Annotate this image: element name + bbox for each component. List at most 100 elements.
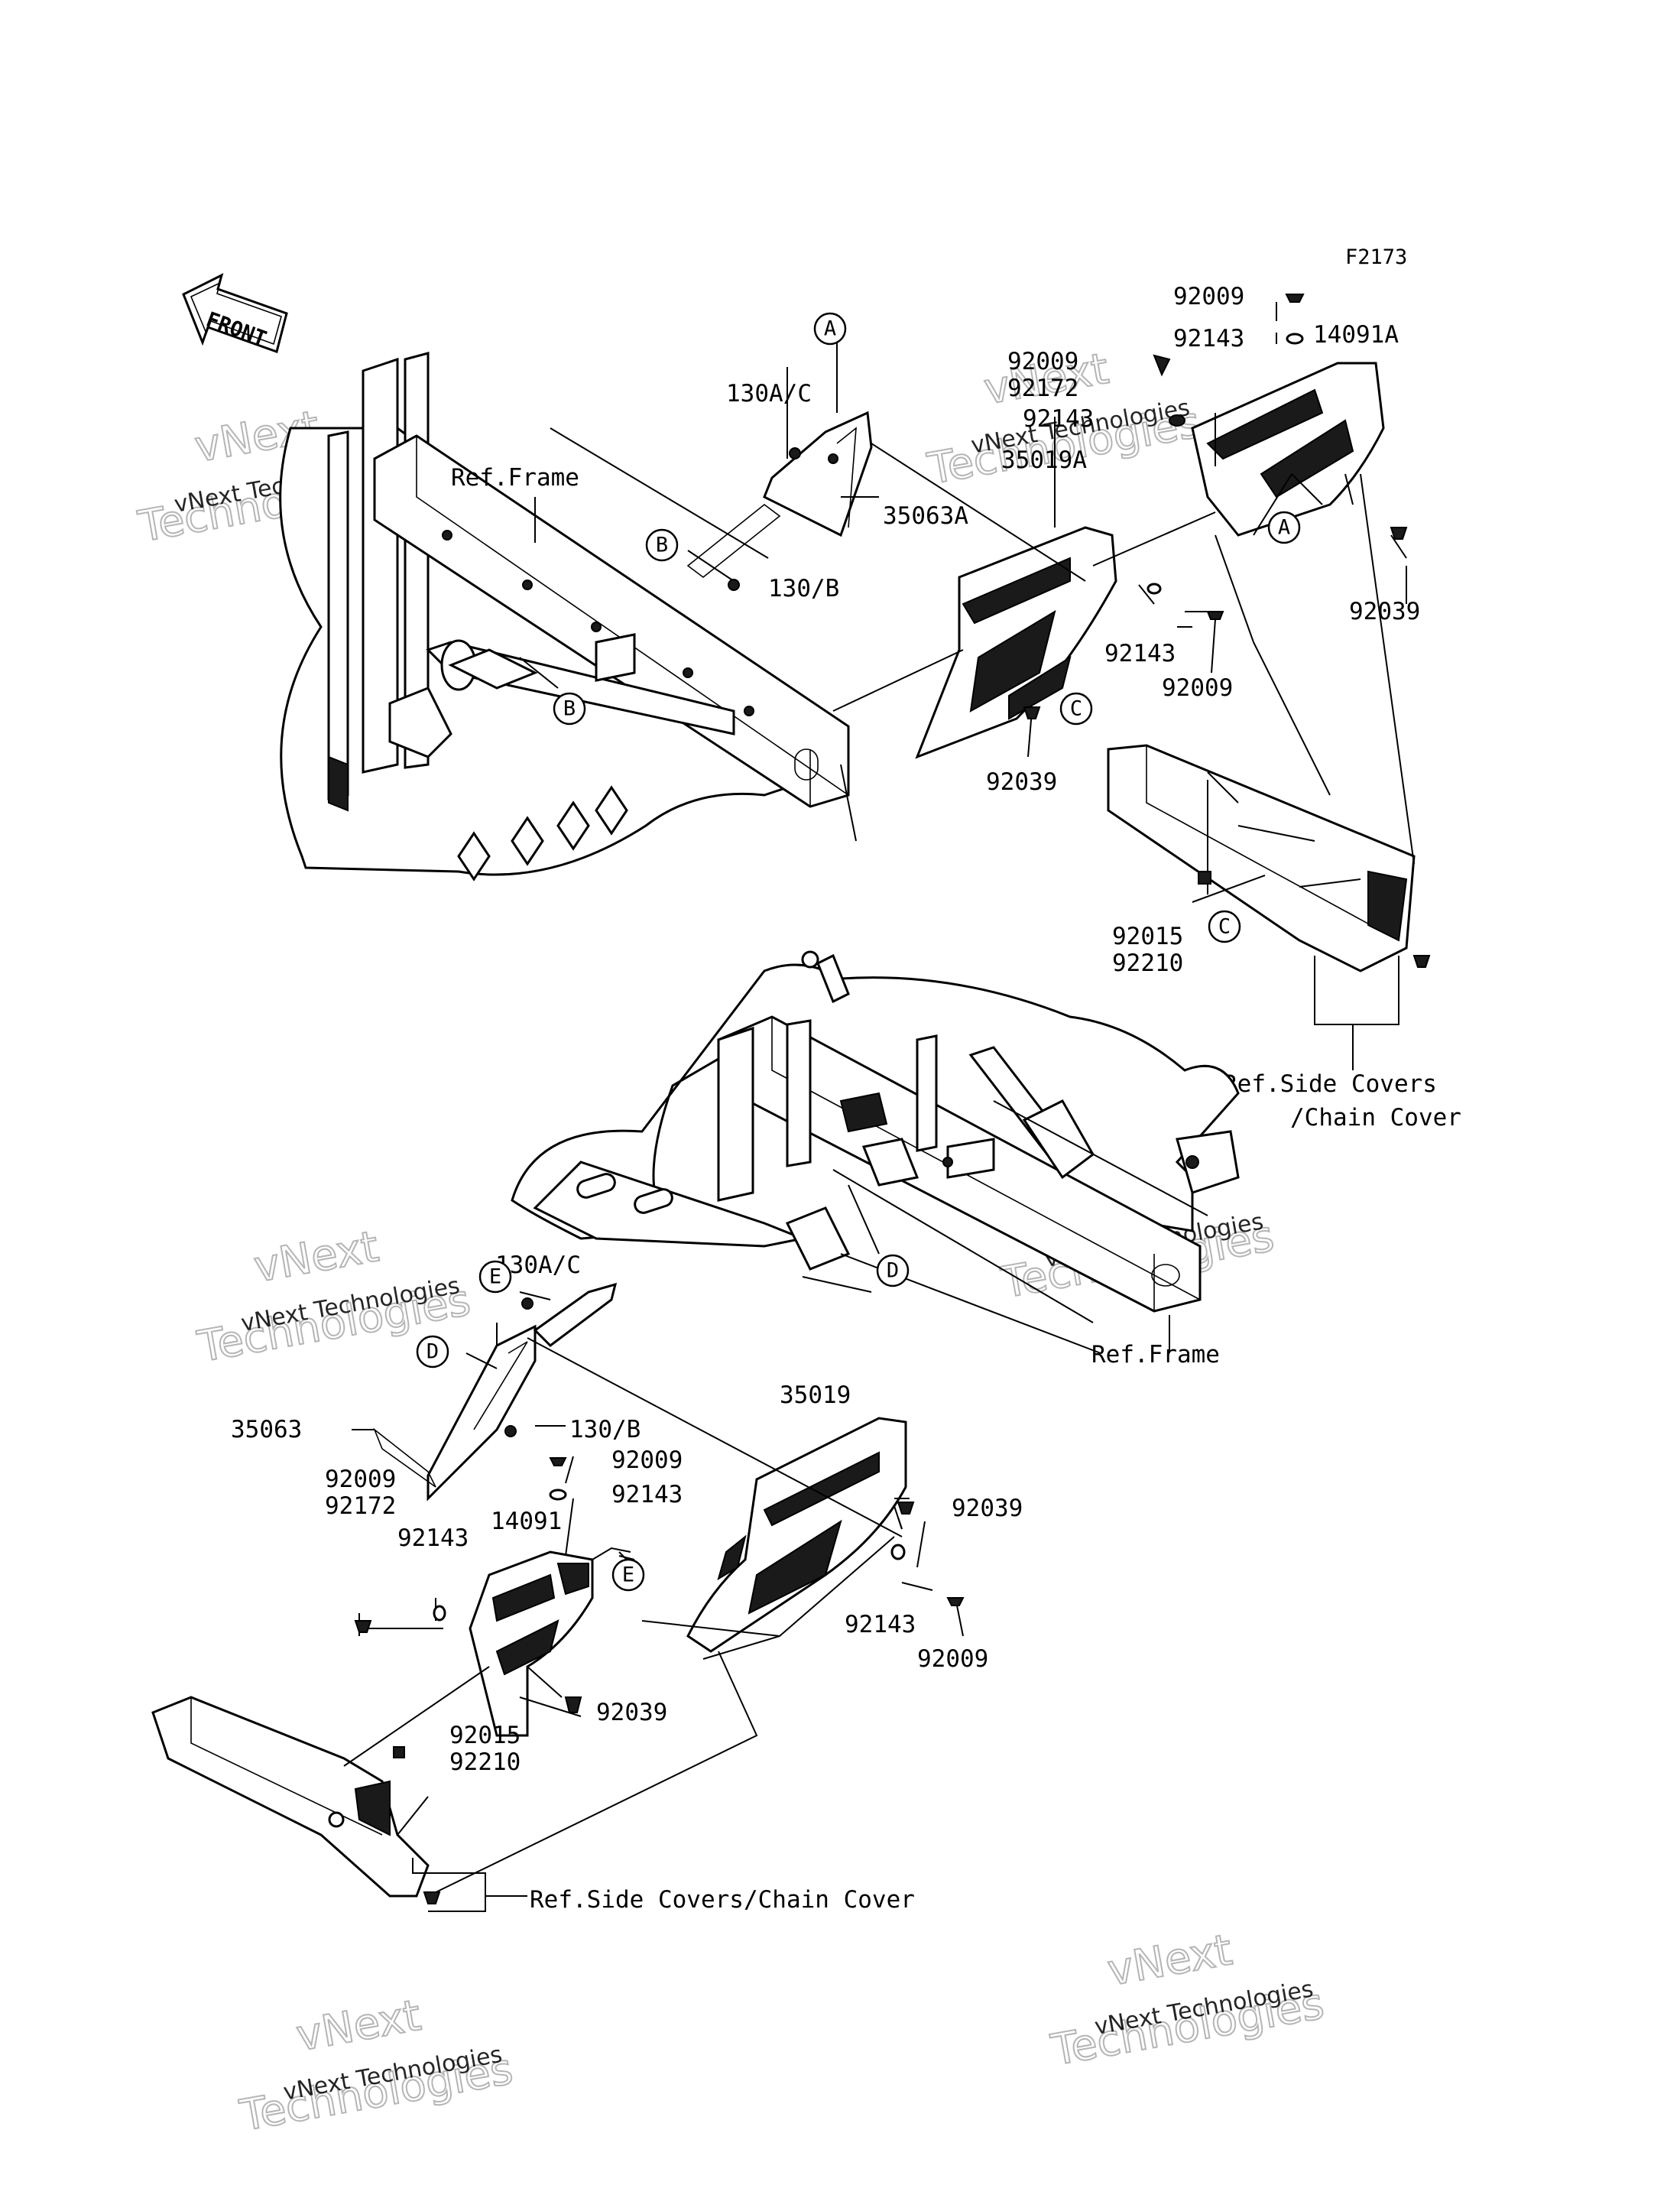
upper-labels: 92009 92143 14091A 92009 92172 92143 130… xyxy=(451,283,1461,1131)
bolt-icon xyxy=(521,1297,534,1310)
callout-b-frame: B xyxy=(553,692,586,726)
callout-b-upper: B xyxy=(645,528,679,562)
washer-icon xyxy=(549,1489,567,1501)
bolt-icon xyxy=(728,579,740,591)
part-92039-low: 92039 xyxy=(986,768,1057,796)
part-92039-right-lower: 92039 xyxy=(952,1495,1023,1522)
watermark-bottom-left: vNext Technologies vNext Technologies xyxy=(235,1990,517,2142)
rivet-icon xyxy=(1390,527,1408,540)
screw-icon xyxy=(1285,294,1305,303)
bracket-35063 xyxy=(373,1282,618,1502)
part-92172-b: 92172 xyxy=(325,1492,396,1520)
front-arrow: FRONT xyxy=(182,273,288,353)
callouts: A B B A C C D E xyxy=(416,312,1301,1592)
guard-14091 xyxy=(469,1550,594,1737)
svg-text:B: B xyxy=(656,534,668,557)
svg-text:D: D xyxy=(426,1340,439,1364)
ref-frame-lower: Ref.Frame xyxy=(1091,1341,1220,1368)
upper-frame-drawing xyxy=(279,352,850,881)
ref-side-covers-lower: Ref.Side Covers/Chain Cover xyxy=(530,1886,915,1914)
screw-icon xyxy=(946,1597,965,1606)
svg-text:vNext: vNext xyxy=(1104,1925,1235,1995)
part-92143-low: 92143 xyxy=(1104,640,1176,667)
callout-e-top: E xyxy=(478,1260,512,1294)
callout-e-guard: E xyxy=(611,1558,645,1592)
part-14091: 14091 xyxy=(491,1508,562,1535)
part-92015-lower: 92015 xyxy=(449,1722,521,1749)
washer-icon xyxy=(1146,583,1162,595)
callout-d-bracket: D xyxy=(416,1335,449,1368)
chain-cover-35019 xyxy=(686,1417,907,1653)
part-92009-a: 92009 xyxy=(611,1446,683,1474)
ref-side-covers-upper-line2: /Chain Cover xyxy=(1290,1104,1461,1131)
part-92009-low: 92009 xyxy=(1162,674,1233,702)
svg-text:A: A xyxy=(1278,516,1290,540)
side-chain-cover-lower xyxy=(151,1696,430,1898)
nut-icon xyxy=(1198,871,1211,885)
rivet-icon xyxy=(564,1696,582,1713)
bolt-icon xyxy=(789,447,801,459)
part-92210-lower: 92210 xyxy=(449,1748,521,1776)
screw-icon xyxy=(1206,611,1224,620)
part-130b-lower: 130/B xyxy=(569,1416,641,1443)
lower-frame-drawing xyxy=(511,950,1240,1313)
part-92039-bottom-lower: 92039 xyxy=(596,1699,667,1726)
nut-icon xyxy=(393,1746,405,1758)
watermark-bottom-right: vNext Technologies vNext Technologies xyxy=(1046,1924,1328,2076)
svg-text:E: E xyxy=(622,1563,634,1587)
washer-icon xyxy=(890,1544,906,1560)
callout-a-top: A xyxy=(813,312,847,346)
svg-text:vNext: vNext xyxy=(251,1222,382,1292)
rivet-icon xyxy=(897,1502,915,1515)
part-92009-b: 92009 xyxy=(325,1466,396,1493)
washer-icon xyxy=(433,1605,446,1622)
upper-hardware xyxy=(728,294,1431,968)
ref-frame-upper: Ref.Frame xyxy=(451,464,579,492)
washer-icon xyxy=(1169,414,1185,427)
part-92143-b: 92143 xyxy=(397,1524,469,1552)
part-14091a: 14091A xyxy=(1313,321,1399,349)
part-92143-top: 92143 xyxy=(1173,325,1244,352)
part-92143-mid: 92143 xyxy=(1023,405,1094,433)
part-35019: 35019 xyxy=(780,1381,851,1409)
part-92143-right-lower: 92143 xyxy=(845,1611,916,1638)
washer-icon xyxy=(1286,333,1304,345)
guard-14091a xyxy=(1191,362,1385,537)
svg-text:A: A xyxy=(824,317,836,341)
upper-leader-lines xyxy=(519,302,1415,1070)
part-92009-right-lower: 92009 xyxy=(917,1645,988,1673)
part-92210-upper: 92210 xyxy=(1112,950,1183,977)
rivet-icon xyxy=(423,1891,441,1904)
svg-text:D: D xyxy=(887,1259,899,1283)
part-92172-mid: 92172 xyxy=(1007,375,1078,402)
callout-a-right: A xyxy=(1267,511,1301,544)
bracket-35063a xyxy=(686,411,873,579)
part-130b-upper: 130/B xyxy=(768,575,839,602)
bolt-icon xyxy=(504,1425,517,1437)
screw-icon xyxy=(354,1620,372,1633)
part-35063: 35063 xyxy=(231,1416,302,1443)
rivet-icon xyxy=(1023,706,1041,719)
part-35063a: 35063A xyxy=(883,502,968,530)
svg-text:E: E xyxy=(489,1265,501,1289)
chain-cover-35019a xyxy=(915,526,1117,759)
callout-c-lower: C xyxy=(1208,910,1241,943)
svg-text:C: C xyxy=(1070,697,1082,721)
part-92143-a: 92143 xyxy=(611,1481,683,1508)
lower-hardware xyxy=(354,1297,965,1904)
callout-c-upper: C xyxy=(1059,692,1093,726)
svg-text:B: B xyxy=(563,697,576,721)
part-35019a: 35019A xyxy=(1001,446,1087,474)
ref-side-covers-upper-line1: Ref.Side Covers xyxy=(1223,1070,1437,1098)
rivet-icon xyxy=(1412,955,1431,968)
bolt-icon xyxy=(1153,354,1171,377)
svg-text:vNext: vNext xyxy=(293,1991,424,2061)
screw-icon xyxy=(549,1457,567,1466)
part-130ac-upper: 130A/C xyxy=(726,380,812,407)
figure-code: F2173 xyxy=(1345,245,1407,269)
lower-labels: 130A/C 35019 35063 130/B 92009 92143 920… xyxy=(231,1252,1220,1914)
part-92015-upper: 92015 xyxy=(1112,923,1183,950)
svg-text:C: C xyxy=(1218,915,1231,939)
callout-d-frame: D xyxy=(876,1254,910,1287)
